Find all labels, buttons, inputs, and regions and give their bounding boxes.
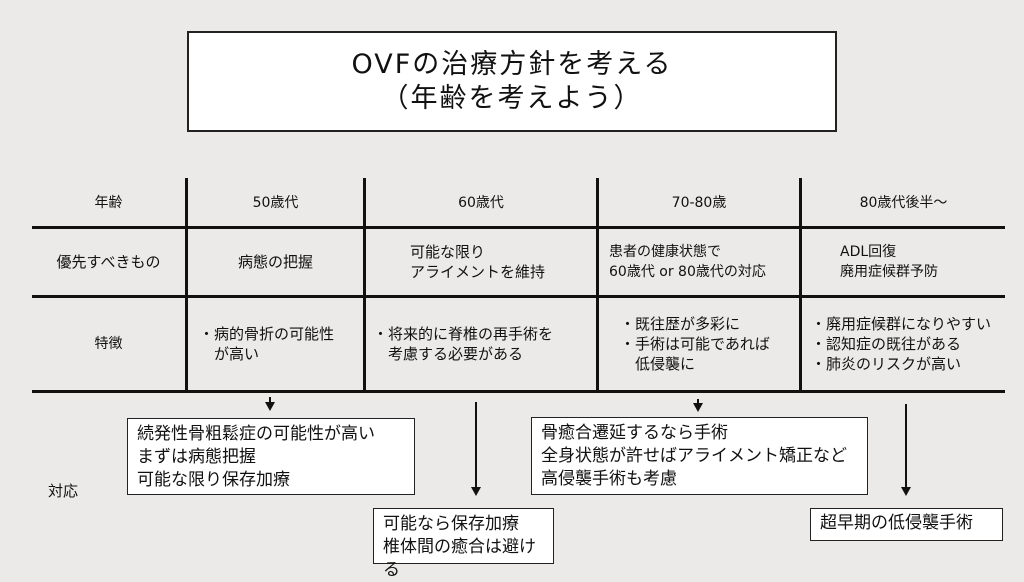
feature-text: が高い bbox=[199, 345, 260, 363]
features-cell: ・既往歴が多彩に・手術は可能であれば 低侵襲に bbox=[620, 298, 799, 390]
arrow-down-icon bbox=[901, 404, 911, 496]
table-divider bbox=[32, 226, 1005, 229]
features-cell: ・将来的に脊椎の再手術を 考慮する必要がある bbox=[373, 298, 596, 390]
age-label: 50歳代 bbox=[252, 195, 299, 211]
table-divider bbox=[32, 390, 1005, 393]
priority-text: アライメントを維持 bbox=[410, 263, 546, 281]
row-header-label: 優先すべきもの bbox=[56, 253, 161, 271]
row-header-age: 年齢 bbox=[32, 180, 185, 226]
table-divider bbox=[799, 178, 802, 391]
response-box-50s: 続発性骨粗鬆症の可能性が高い まずは病態把握 可能な限り保存加療 bbox=[127, 418, 415, 495]
priority-cell: 可能な限りアライメントを維持 bbox=[410, 229, 596, 295]
age-cell: 60歳代 bbox=[366, 180, 596, 226]
feature-text: ・手術は可能であれば bbox=[620, 335, 770, 353]
response-text: 可能なら保存加療 bbox=[383, 514, 519, 534]
response-text: 椎体間の癒合は避ける bbox=[383, 537, 536, 580]
priority-cell: ADL回復廃用症候群予防 bbox=[840, 229, 1005, 295]
slide-title: OVFの治療方針を考える （年齢を考えよう） bbox=[187, 31, 837, 132]
feature-text: ・将来的に脊椎の再手術を bbox=[373, 325, 554, 343]
response-text: 超早期の低侵襲手術 bbox=[820, 513, 973, 533]
table-divider bbox=[185, 178, 188, 391]
feature-text: 低侵襲に bbox=[620, 355, 696, 373]
feature-text: ・認知症の既往がある bbox=[811, 335, 962, 353]
priority-text: ADL回復 bbox=[840, 244, 897, 260]
arrow-down-icon bbox=[265, 397, 275, 411]
feature-text: ・廃用症候群になりやすい bbox=[811, 315, 992, 333]
priority-text: 60歳代 or 80歳代の対応 bbox=[609, 264, 766, 280]
table-divider bbox=[32, 295, 1005, 298]
response-box-80s-late: 超早期の低侵襲手術 bbox=[810, 508, 1003, 541]
priority-cell: 患者の健康状態で 60歳代 or 80歳代の対応 bbox=[609, 229, 799, 295]
age-cell: 70-80歳 bbox=[599, 180, 799, 226]
response-text: 続発性骨粗鬆症の可能性が高い bbox=[137, 424, 375, 444]
feature-text: ・肺炎のリスクが高い bbox=[811, 355, 962, 373]
table-divider bbox=[596, 178, 599, 391]
priority-text: 病態の把握 bbox=[237, 253, 313, 271]
age-cell: 50歳代 bbox=[188, 180, 363, 226]
features-cell: ・病的骨折の可能性 が高い bbox=[199, 298, 363, 390]
row-header-priority: 優先すべきもの bbox=[32, 229, 185, 295]
row-header-label: 年齢 bbox=[94, 195, 123, 211]
response-text: 骨癒合遷延するなら手術 bbox=[541, 423, 728, 443]
age-label: 80歳代後半～ bbox=[859, 195, 948, 211]
response-box-70-80: 骨癒合遷延するなら手術 全身状態が許せばアライメント矯正など 高侵襲手術も考慮 bbox=[531, 417, 868, 495]
feature-text: 考慮する必要がある bbox=[373, 345, 524, 363]
row-header-features: 特徴 bbox=[32, 298, 185, 390]
feature-text: ・病的骨折の可能性 bbox=[199, 325, 335, 343]
response-text: 全身状態が許せばアライメント矯正など bbox=[541, 446, 847, 466]
priority-cell: 病態の把握 bbox=[188, 229, 363, 295]
response-box-60s: 可能なら保存加療 椎体間の癒合は避ける bbox=[373, 508, 554, 580]
response-text: まずは病態把握 bbox=[137, 447, 256, 467]
title-line-2: （年齢を考えよう） bbox=[381, 82, 643, 114]
arrow-down-icon bbox=[693, 399, 703, 412]
row-header-label: 特徴 bbox=[94, 336, 123, 352]
title-line-1: OVFの治療方針を考える bbox=[351, 48, 673, 80]
response-label: 対応 bbox=[48, 482, 79, 500]
priority-text: 廃用症候群予防 bbox=[840, 264, 938, 280]
priority-text: 患者の健康状態で bbox=[609, 244, 721, 260]
age-label: 60歳代 bbox=[458, 195, 504, 211]
age-cell: 80歳代後半～ bbox=[802, 180, 1005, 226]
arrow-down-icon bbox=[471, 402, 481, 496]
response-text: 高侵襲手術も考慮 bbox=[541, 469, 677, 489]
priority-text: 可能な限り bbox=[410, 243, 486, 261]
features-cell: ・廃用症候群になりやすい・認知症の既往がある・肺炎のリスクが高い bbox=[811, 298, 1011, 390]
table-divider bbox=[363, 178, 366, 391]
feature-text: ・既往歴が多彩に bbox=[620, 315, 741, 333]
response-text: 可能な限り保存加療 bbox=[137, 470, 290, 490]
age-label: 70-80歳 bbox=[671, 195, 727, 211]
